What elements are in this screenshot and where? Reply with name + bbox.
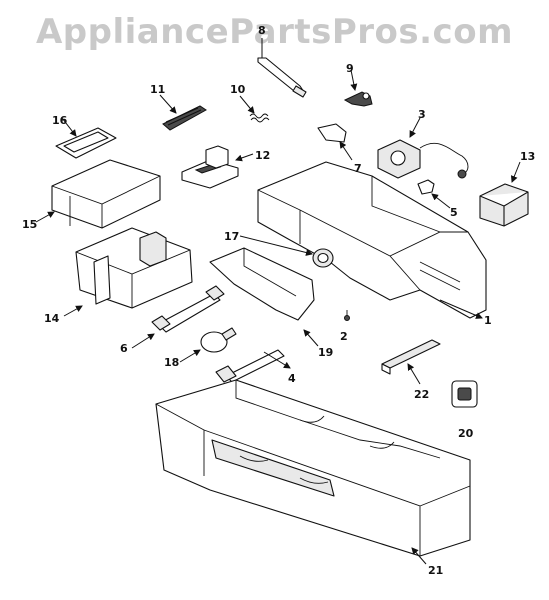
callout-4: 4 xyxy=(288,372,296,385)
part-20-button[interactable] xyxy=(451,380,478,408)
part-3-motor[interactable] xyxy=(377,139,469,179)
callout-11: 11 xyxy=(150,83,165,96)
part-16-frame[interactable] xyxy=(55,127,117,159)
callout-21: 21 xyxy=(428,564,443,577)
callout-15: 15 xyxy=(22,218,37,231)
callout-9: 9 xyxy=(346,62,354,75)
callout-16: 16 xyxy=(52,114,68,127)
part-12-bracket[interactable] xyxy=(181,145,239,189)
part-2-screw[interactable] xyxy=(344,310,350,321)
part-5-connector[interactable] xyxy=(417,179,435,195)
callout-18: 18 xyxy=(164,356,179,369)
watermark-logo: AppliancePartsPros.com xyxy=(35,12,513,52)
part-4-pin[interactable] xyxy=(215,349,285,383)
part-17-knob[interactable] xyxy=(312,248,334,268)
callout-8: 8 xyxy=(258,24,266,37)
callout-6: 6 xyxy=(120,342,128,355)
part-19-chute[interactable] xyxy=(209,247,315,321)
part-1-housing[interactable] xyxy=(257,161,487,319)
callout-22: 22 xyxy=(414,388,429,401)
callout-3: 3 xyxy=(418,108,426,121)
part-10-spring[interactable] xyxy=(249,113,270,123)
callout-7: 7 xyxy=(354,162,362,175)
callout-10: 10 xyxy=(230,83,246,96)
callout-1: 1 xyxy=(484,314,492,327)
part-13-module[interactable] xyxy=(479,183,529,227)
callout-20: 20 xyxy=(458,427,474,440)
part-21-front-panel[interactable] xyxy=(155,379,471,557)
part-15-block[interactable] xyxy=(51,159,161,229)
part-18-bulb[interactable] xyxy=(200,327,237,353)
callout-13: 13 xyxy=(520,150,535,163)
part-11-grille[interactable] xyxy=(162,105,207,131)
callout-14: 14 xyxy=(44,312,60,325)
part-9-lever[interactable] xyxy=(343,91,373,107)
callout-19: 19 xyxy=(318,346,333,359)
part-6-bolt[interactable] xyxy=(151,285,225,333)
part-8-rod[interactable] xyxy=(257,38,307,98)
callout-5: 5 xyxy=(450,206,458,219)
part-7-clip[interactable] xyxy=(317,123,347,143)
callout-2: 2 xyxy=(340,330,348,343)
callout-17: 17 xyxy=(224,230,239,243)
part-14-block[interactable] xyxy=(75,227,193,309)
callout-12: 12 xyxy=(255,149,270,162)
part-22-bar[interactable] xyxy=(381,339,441,375)
